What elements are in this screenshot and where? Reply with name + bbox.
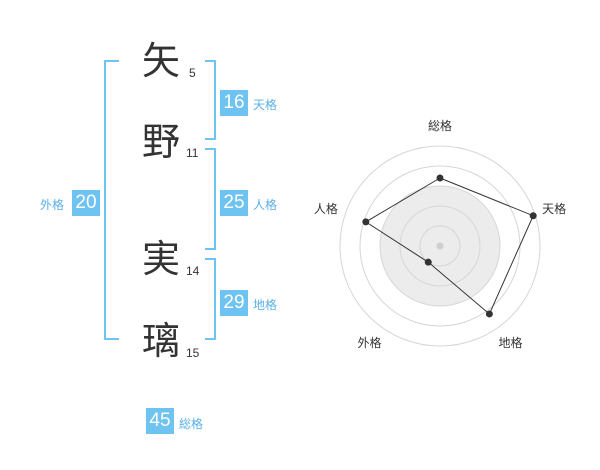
radar-ring	[339, 145, 541, 347]
name-char-1-strokes: 5	[189, 66, 196, 80]
radar-axis-label-2: 天格	[542, 201, 566, 216]
radar-point-2	[529, 212, 537, 220]
name-char-3: 実	[142, 237, 181, 281]
radar-axis-label-5: 人格	[314, 201, 338, 216]
radar-point-3	[485, 310, 493, 318]
radar-axis-label-3: 地格	[499, 335, 523, 350]
gaikaku-value: 20	[72, 190, 100, 216]
gaikaku-label: 外格	[40, 198, 65, 212]
radar-axis-label-4: 外格	[357, 335, 381, 350]
soukaku-value: 45	[146, 408, 174, 434]
radar-center-dot	[436, 242, 444, 250]
radar-point-4	[424, 258, 432, 266]
radar-rings	[339, 145, 541, 347]
jinkaku-label: 人格	[253, 198, 278, 212]
chikaku-label: 地格	[253, 298, 278, 312]
name-char-3-strokes: 14	[186, 264, 200, 278]
jinkaku-value: 25	[220, 190, 248, 216]
name-char-2: 野	[142, 120, 181, 164]
radar-axis-label-1: 総格	[428, 118, 452, 133]
radar-points	[362, 174, 537, 318]
gaikaku-bracket	[104, 60, 119, 340]
tenkaku-value: 16	[220, 90, 248, 116]
radar-point-5	[362, 218, 370, 226]
name-char-4-strokes: 15	[186, 346, 200, 360]
soukaku-label: 総格	[179, 417, 204, 431]
name-char-4: 璃	[142, 319, 181, 363]
chikaku-value: 29	[220, 290, 248, 316]
radar-ring	[419, 225, 461, 267]
radar-point-1	[436, 174, 444, 182]
jinkaku-bracket	[205, 148, 216, 250]
radar-ring	[399, 205, 481, 287]
name-char-2-strokes: 11	[186, 146, 199, 160]
radar-polygon	[364, 177, 534, 315]
chikaku-bracket	[205, 258, 216, 340]
name-char-1: 矢	[142, 39, 181, 83]
tenkaku-bracket	[205, 60, 216, 140]
tenkaku-label: 天格	[253, 98, 278, 112]
